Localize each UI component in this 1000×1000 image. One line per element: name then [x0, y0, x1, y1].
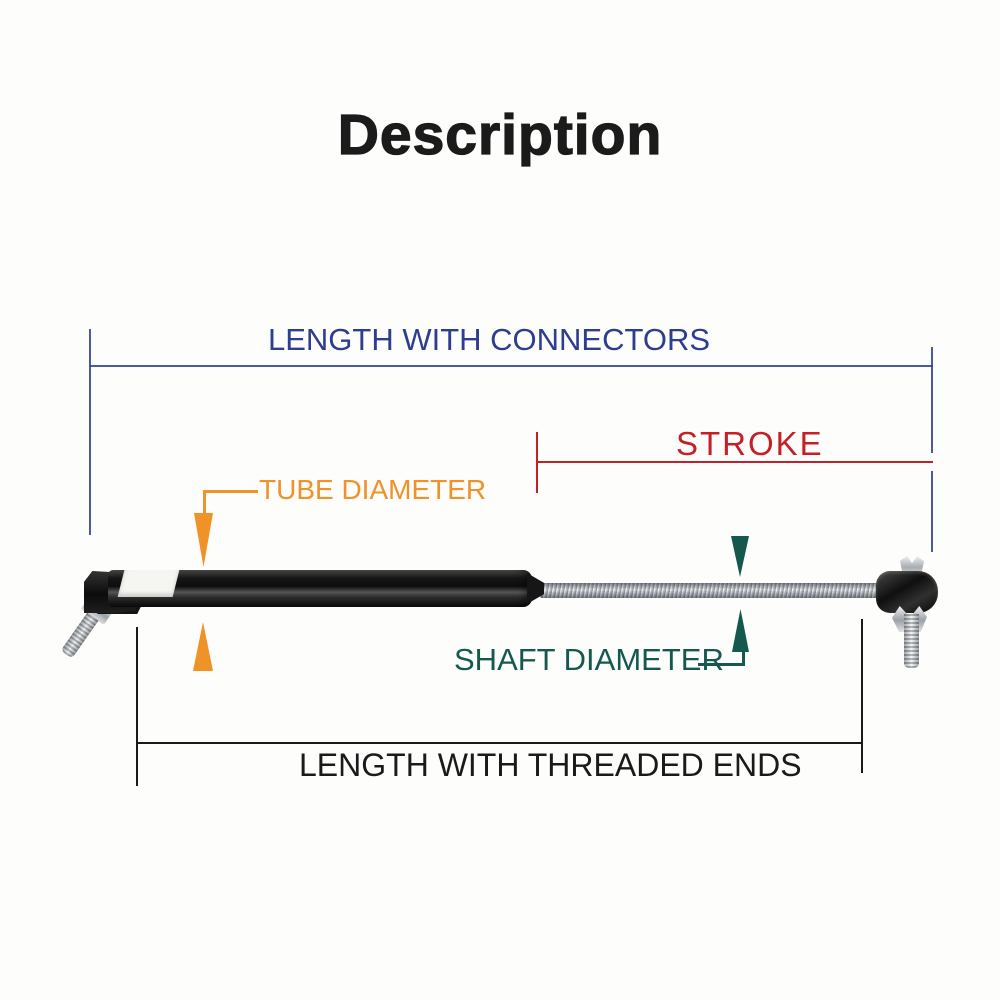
length-with-connectors-tick-right-lower — [931, 471, 933, 552]
length-with-connectors-tick-left — [89, 329, 91, 535]
length-with-connectors-label: LENGTH WITH CONNECTORS — [268, 322, 711, 357]
length-with-connectors-tick-right-upper — [931, 347, 933, 453]
tube-end-cap — [527, 573, 544, 604]
page-title: Description — [337, 102, 663, 167]
tube-label-band — [117, 570, 180, 597]
tube-diameter-arrow-down-icon — [194, 513, 213, 567]
tube-diameter-arrow-up-icon — [193, 622, 213, 671]
piston-shaft — [540, 583, 882, 598]
length-with-threaded-ends-tick-left — [136, 627, 138, 786]
tube-diameter-leader-vertical — [203, 490, 206, 517]
shaft-diameter-leader-vertical — [742, 649, 745, 666]
stroke-dimension-line — [537, 461, 933, 463]
shaft-diameter-arrow-up-icon — [732, 609, 749, 652]
left-threaded-stud — [60, 611, 100, 659]
length-with-threaded-ends-tick-right — [861, 619, 863, 773]
shaft-diameter-arrow-down-icon — [731, 536, 749, 577]
shaft-diameter-label: SHAFT DIAMETER — [454, 642, 724, 677]
stroke-label: STROKE — [676, 425, 824, 462]
right-end-connector — [876, 571, 938, 613]
length-with-connectors-dimension-line — [90, 365, 933, 367]
strut-tube — [108, 570, 532, 607]
shaft-diameter-leader-horizontal — [698, 663, 745, 666]
tube-diameter-label: TUBE DIAMETER — [259, 474, 487, 505]
right-top-stud — [900, 556, 924, 575]
right-threaded-stud — [904, 614, 919, 668]
stroke-tick-left — [536, 432, 538, 493]
length-with-threaded-ends-label: LENGTH WITH THREADED ENDS — [299, 747, 802, 783]
tube-diameter-leader-horizontal — [203, 490, 258, 493]
length-with-threaded-ends-dimension-line — [137, 742, 862, 744]
